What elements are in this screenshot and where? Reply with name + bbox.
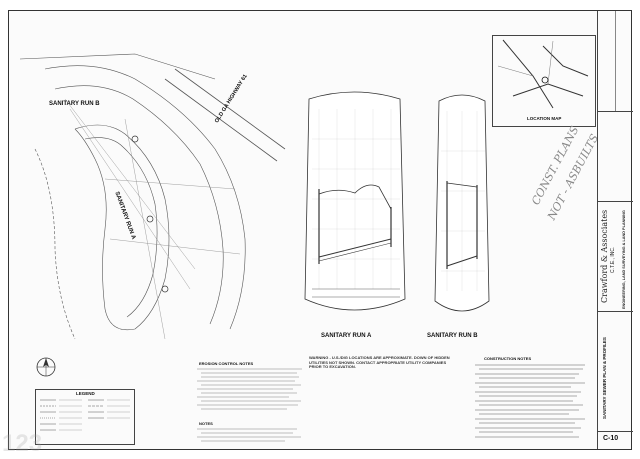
firm-name: Crawford & Associates xyxy=(600,209,609,303)
legend-title: LEGEND xyxy=(76,391,95,396)
utility-warning: WARNING - U.S./DIG LOCATIONS ARE APPROXI… xyxy=(309,355,450,370)
legend-box: LEGEND xyxy=(35,389,135,445)
erosion-notes-title: EROSION CONTROL NOTES xyxy=(199,361,254,366)
notes-text-lines xyxy=(197,428,301,442)
profile-a-label: SANITARY RUN A xyxy=(321,333,372,339)
manhole-symbol xyxy=(146,215,154,223)
construction-notes-text-lines xyxy=(475,364,585,438)
watermark: 123 xyxy=(2,430,43,457)
construction-notes-title: CONSTRUCTION NOTES xyxy=(484,356,532,361)
north-arrow-icon xyxy=(36,357,56,377)
legend-lines xyxy=(40,399,130,431)
location-map-title: LOCATION MAP xyxy=(527,116,562,121)
drawing-sheet: SANITARY RUN B SANITARY RUN A OLD GA HIG… xyxy=(8,10,633,450)
notes-title: NOTES xyxy=(199,421,213,426)
site-plan-linework xyxy=(19,53,286,340)
firm-subtitle: C.T.E., INC. xyxy=(610,246,616,273)
sanitary-run-a-profile xyxy=(304,91,406,311)
manhole-symbol xyxy=(161,285,169,293)
location-map: LOCATION MAP xyxy=(492,35,596,127)
sheet-number: C-10 xyxy=(603,435,619,442)
firm-discipline: ENGINEERING, LAND SURVEYING & LAND PLANN… xyxy=(622,210,626,309)
profile-b-label: SANITARY RUN B xyxy=(427,333,478,339)
location-map-roads xyxy=(497,39,589,109)
sanitary-run-b-plan-label: SANITARY RUN B xyxy=(49,101,100,107)
sheet-title: SANITARY SEWER PLAN & PROFILES xyxy=(602,337,607,419)
erosion-notes-text-lines xyxy=(197,368,302,410)
title-block xyxy=(597,11,633,449)
sanitary-run-b-profile xyxy=(434,94,490,312)
manhole-symbol xyxy=(131,135,139,143)
